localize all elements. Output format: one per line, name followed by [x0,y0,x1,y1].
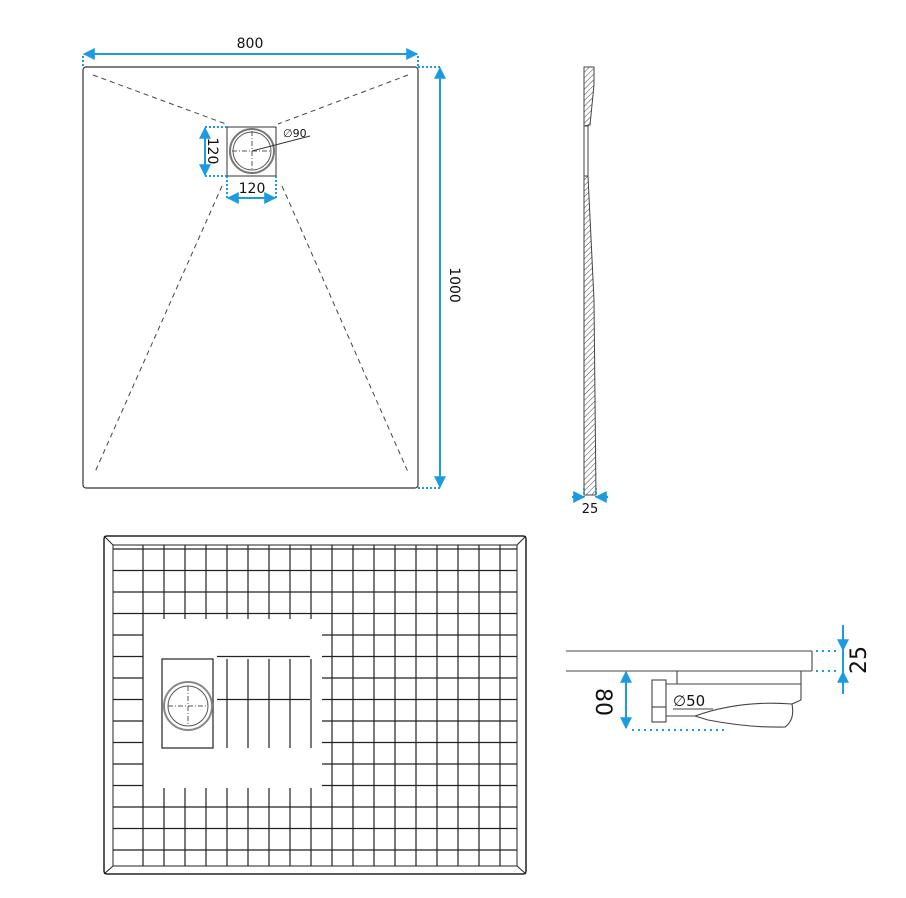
drain-width-dimension [226,176,277,204]
drain-width-label: 120 [239,181,266,197]
section-height-label: 80 [590,688,615,716]
section-thickness-label: 25 [847,646,872,674]
outlet-diameter-label: ∅50 [673,692,705,710]
width-dimension [82,48,419,67]
section-view: ∅50 25 80 [566,625,872,731]
drain-height-label: 120 [204,138,220,165]
side-profile: 25 [572,66,608,517]
width-label: 800 [237,36,264,52]
length-dimension [418,66,446,489]
bottom-drain [161,658,214,749]
drain-diameter-label: ∅90 [283,127,307,140]
bottom-view [103,535,527,875]
slope-lines [92,74,409,473]
drain [226,126,311,177]
tray-outline [82,66,419,489]
drain-height-dimension [199,126,227,177]
rib-grid [113,545,517,866]
top-view: ∅90 800 1000 120 120 [82,36,462,489]
profile-thickness-label: 25 [582,502,599,517]
length-label: 1000 [446,267,462,303]
